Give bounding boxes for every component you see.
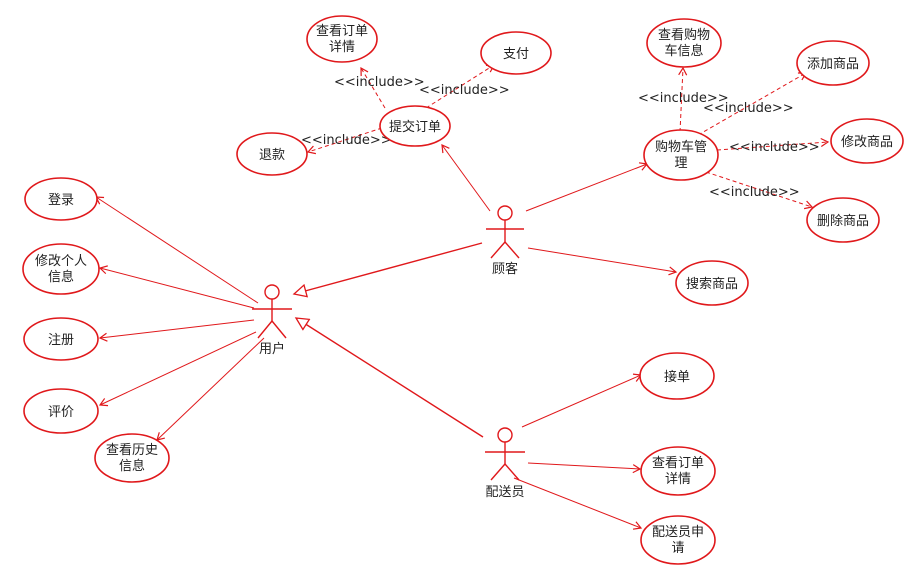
use-case-courier-apply[interactable]: 配送员申 请: [640, 515, 716, 565]
use-case-view-order-detail-courier[interactable]: 查看订单 详情: [640, 446, 716, 496]
include-label: <<include>>: [709, 185, 800, 200]
use-case-label: 购物车管: [655, 139, 707, 154]
include-label: <<include>>: [301, 133, 392, 148]
use-case-label: 修改个人: [35, 253, 87, 268]
use-case-view-history[interactable]: 查看历史 信息: [94, 433, 170, 483]
use-case-cart-manage[interactable]: 购物车管 理: [643, 129, 719, 181]
stick-figure-icon: [485, 427, 525, 481]
use-case-label: 删除商品: [817, 213, 869, 228]
assoc-courier-accept: [521, 373, 643, 428]
include-label: <<include>>: [334, 75, 425, 90]
actor-label: 配送员: [485, 484, 524, 499]
use-case-login[interactable]: 登录: [24, 177, 98, 221]
use-case-review[interactable]: 评价: [23, 388, 99, 434]
use-case-label: 详情: [329, 39, 355, 54]
assoc-user-modify-profile: [98, 265, 255, 309]
use-case-label: 查看历史: [106, 442, 158, 457]
use-case-register[interactable]: 注册: [23, 317, 99, 361]
use-case-add-product[interactable]: 添加商品: [796, 40, 870, 86]
use-case-view-order-detail-top[interactable]: 查看订单 详情: [306, 15, 378, 63]
assoc-courier-view-order: [527, 462, 642, 474]
assoc-courier-apply: [513, 477, 643, 530]
assoc-customer-submit-order: [441, 144, 491, 212]
use-case-label: 请: [671, 540, 684, 555]
actor-label: 顾客: [492, 261, 518, 276]
actor-courier[interactable]: 配送员: [485, 427, 525, 499]
use-case-label: 查看购物: [658, 27, 710, 42]
use-case-submit-order[interactable]: 提交订单: [379, 105, 451, 147]
assoc-user-view-history: [156, 337, 265, 441]
use-case-label: 接单: [664, 369, 690, 384]
use-case-delete-product[interactable]: 删除商品: [806, 197, 880, 243]
use-case-label: 退款: [259, 147, 285, 162]
assoc-user-register: [98, 319, 255, 342]
actor-user[interactable]: 用户: [252, 284, 292, 356]
use-case-refund[interactable]: 退款: [236, 132, 308, 176]
include-line-submit-refund: [306, 127, 383, 155]
include-line-cart-delete: [705, 171, 814, 210]
use-case-label: 评价: [48, 404, 74, 419]
use-case-search-product[interactable]: 搜索商品: [675, 260, 749, 306]
use-case-label: 添加商品: [807, 56, 859, 71]
generalization-customer-user: [294, 242, 483, 294]
use-case-label: 车信息: [664, 43, 703, 58]
use-case-label: 查看订单: [316, 23, 368, 38]
include-label: <<include>>: [638, 91, 729, 106]
assoc-customer-search: [527, 247, 678, 276]
use-case-label: 理: [674, 155, 687, 170]
actor-customer[interactable]: 顾客: [486, 205, 524, 276]
include-line-cart-modify: [716, 137, 830, 151]
include-label: <<include>>: [703, 101, 794, 116]
stereotype-labels: <<include>> <<include>> <<include>> <<in…: [301, 75, 820, 200]
include-label: <<include>>: [419, 83, 510, 98]
use-case-label: 支付: [503, 46, 529, 61]
use-case-label: 登录: [48, 192, 74, 207]
actor-label: 用户: [259, 341, 285, 356]
use-case-label: 信息: [48, 269, 74, 284]
use-case-label: 信息: [119, 458, 145, 473]
use-case-label: 注册: [48, 332, 74, 347]
use-case-label: 搜索商品: [686, 276, 738, 291]
use-case-label: 提交订单: [389, 119, 441, 134]
generalization-courier-user: [296, 318, 484, 438]
use-case-accept-order[interactable]: 接单: [639, 352, 715, 400]
use-case-modify-profile[interactable]: 修改个人 信息: [22, 243, 100, 295]
include-line-cart-view-info: [678, 66, 688, 133]
assoc-customer-cart-manage: [525, 162, 649, 212]
include-label: <<include>>: [729, 140, 820, 155]
use-case-pay[interactable]: 支付: [480, 31, 552, 75]
assoc-user-login: [94, 196, 259, 304]
use-case-label: 修改商品: [841, 134, 893, 149]
connectors: [94, 64, 830, 530]
include-line-submit-view-order: [360, 66, 386, 109]
use-case-label: 详情: [665, 471, 691, 486]
assoc-user-review: [98, 331, 257, 407]
use-case-modify-product[interactable]: 修改商品: [830, 118, 904, 164]
use-case-label: 配送员申: [652, 524, 704, 539]
use-case-label: 查看订单: [652, 455, 704, 470]
stick-figure-icon: [486, 205, 524, 259]
stick-figure-icon: [252, 284, 292, 339]
use-case-view-cart-info[interactable]: 查看购物 车信息: [646, 18, 722, 68]
